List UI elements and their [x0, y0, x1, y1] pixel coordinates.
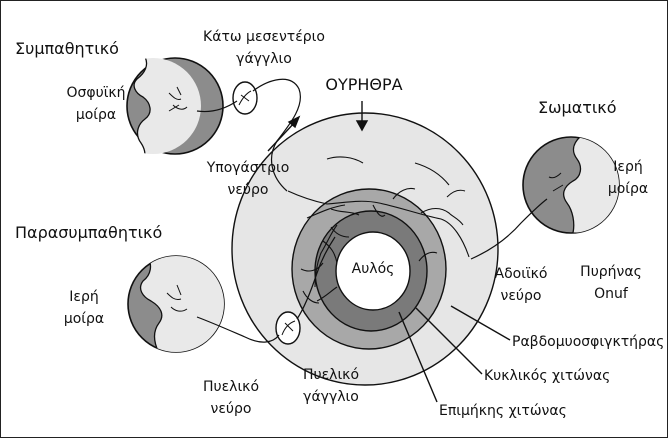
label-rhabdosphincter: Ραβδομυοσφιγκτήρας [512, 333, 664, 351]
spinal-section-sacral-left [128, 255, 225, 353]
label-circular-layer: Κυκλικός χιτώνας [484, 367, 610, 385]
label-hypogastric-line2: νεύρο [186, 181, 310, 199]
label-hypogastric-line1: Υπογάστριο [186, 159, 310, 177]
label-pudendal-line2: νεύρο [478, 287, 564, 305]
label-parasympathetic: Παρασυμπαθητικό [15, 223, 162, 243]
label-sympathetic: Συμπαθητικό [15, 39, 119, 59]
label-sacral-left-line2: μοίρα [53, 310, 115, 328]
label-sacral-right-line1: Ιερή [597, 158, 659, 176]
label-onuf-line2: Onuf [565, 285, 657, 303]
label-pelvic-nerve-line1: Πυελικό [181, 378, 281, 396]
label-pudendal-line1: Αδοιϊκό [478, 265, 564, 283]
label-pelvic-ganglion-line1: Πυελικό [281, 366, 381, 384]
label-lumbar-line1: Οσφυϊκή [51, 84, 141, 102]
label-lumen: Αυλός [333, 260, 413, 278]
label-urethra: ΟΥΡΗΘΡΑ [309, 75, 419, 95]
label-longitudinal-layer: Επιμήκης χιτώνας [439, 402, 567, 420]
label-pelvic-nerve-line2: νεύρο [181, 400, 281, 418]
label-sacral-left-line1: Ιερή [53, 288, 115, 306]
spinal-section-lumbar [127, 57, 223, 157]
label-pelvic-ganglion-line2: γάγγλιο [281, 388, 381, 406]
label-inferior-ganglion-line2: γάγγλιο [187, 50, 341, 68]
label-onuf-line1: Πυρήνας [565, 263, 657, 281]
label-inferior-ganglion-line1: Κάτω μεσεντέριο [187, 28, 341, 46]
label-sacral-right-line2: μοίρα [597, 180, 659, 198]
pelvic-ganglion [276, 312, 300, 344]
label-somatic: Σωματικό [538, 98, 617, 118]
hypogastric-arrowhead [289, 117, 299, 127]
label-lumbar-line2: μοίρα [51, 106, 141, 124]
